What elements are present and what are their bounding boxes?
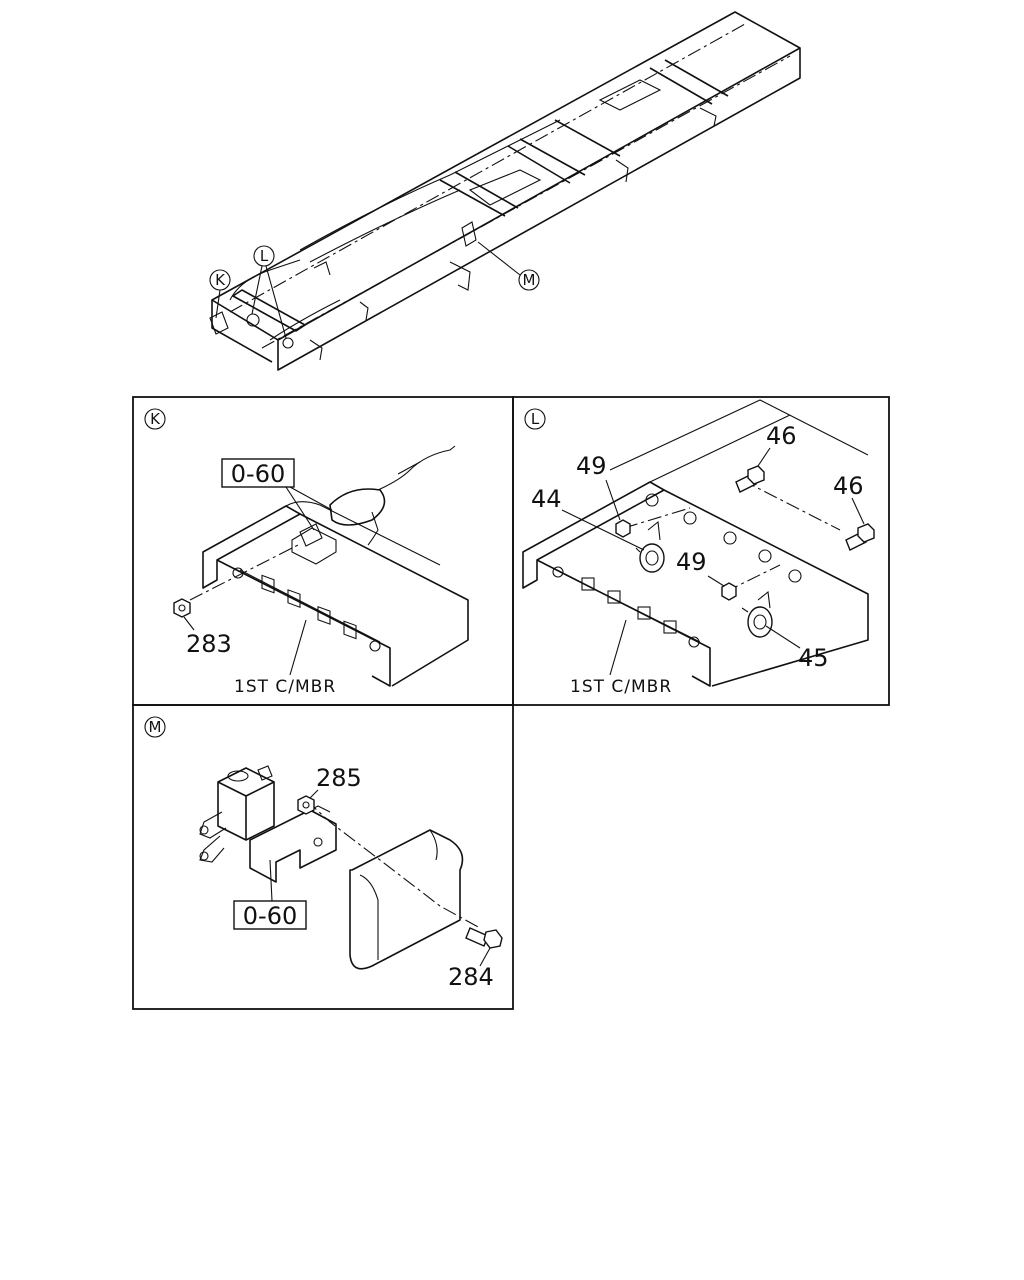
part-45-label: 45	[798, 644, 829, 672]
panel-l-frame	[512, 396, 890, 706]
svg-text:0-60: 0-60	[231, 460, 285, 488]
chassis-frame-overview	[209, 11, 801, 371]
bolt-46-b	[845, 523, 875, 551]
part-46-b-label: 46	[833, 472, 864, 500]
svg-text:K: K	[150, 410, 161, 428]
callout-m[interactable]: M	[477, 241, 540, 291]
panel-m: M 285	[144, 716, 503, 991]
horn-44	[635, 520, 665, 573]
svg-text:L: L	[531, 410, 540, 428]
callout-k[interactable]: K	[209, 269, 231, 319]
nut-49-a	[615, 519, 631, 538]
part-283-label: 283	[186, 630, 232, 658]
nut-285	[297, 795, 315, 815]
mounting-bracket	[249, 805, 337, 883]
panel-l-badge: L	[524, 408, 546, 430]
panel-m-frame	[132, 704, 514, 1010]
part-285-label: 285	[316, 764, 362, 792]
panel-k-badge: K	[144, 408, 166, 430]
valve-assembly	[199, 765, 275, 863]
bolt-46-a	[735, 465, 765, 493]
svg-text:L: L	[260, 247, 269, 265]
frame-rail-section	[349, 829, 464, 970]
part-284-label: 284	[448, 963, 494, 991]
panel-m-badge: M	[144, 716, 166, 738]
callout-l[interactable]: L	[251, 245, 287, 339]
part-49-a-label: 49	[576, 452, 607, 480]
nut-49-b	[721, 582, 737, 601]
panel-l-caption: 1ST C/MBR	[570, 677, 672, 697]
svg-text:K: K	[215, 271, 226, 289]
part-46-a-label: 46	[766, 422, 797, 450]
panel-l: L	[522, 399, 875, 697]
horn-45	[741, 590, 773, 638]
panel-k-ref-box[interactable]: 0-60	[221, 458, 295, 488]
svg-text:M: M	[523, 271, 536, 289]
part-44-label: 44	[531, 485, 562, 513]
panel-k-caption: 1ST C/MBR	[234, 677, 336, 697]
svg-text:M: M	[149, 718, 162, 736]
bolt-284	[465, 927, 503, 949]
panel-m-ref-box[interactable]: 0-60	[233, 900, 307, 930]
svg-text:0-60: 0-60	[243, 902, 297, 930]
part-49-b-label: 49	[676, 548, 707, 576]
panel-k: K 0-60 283 1ST	[144, 408, 469, 697]
panel-k-frame	[132, 396, 514, 706]
